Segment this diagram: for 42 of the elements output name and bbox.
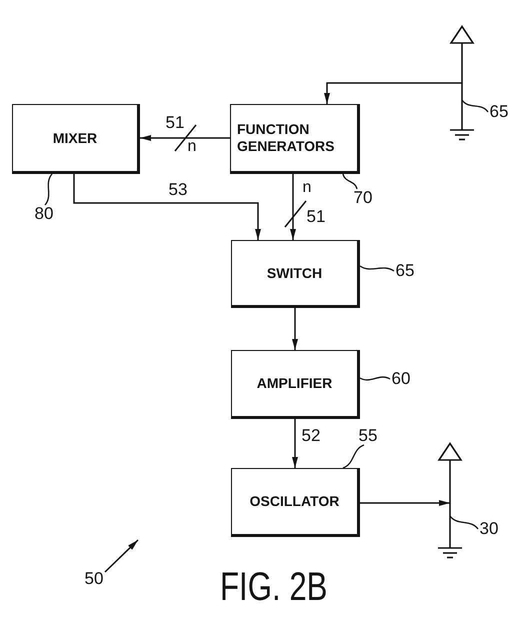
antenna-symbol <box>449 25 475 141</box>
antenna-symbol <box>437 442 463 559</box>
block-label: AMPLIFIER <box>256 375 332 392</box>
leader-line <box>360 265 394 272</box>
reference-numeral: 60 <box>390 370 412 388</box>
block-label: SWITCH <box>266 264 322 282</box>
block-label: MIXER <box>52 130 98 146</box>
edge-label: 51 <box>306 208 326 226</box>
arrow <box>292 419 298 468</box>
block-box <box>231 350 360 419</box>
reference-numeral: 65 <box>394 262 416 280</box>
figure-caption: FIG. 2B <box>220 564 328 610</box>
arrow <box>140 135 230 141</box>
arrow <box>290 174 296 240</box>
block-label: OSCILLATOR <box>250 493 340 510</box>
reference-numeral: 30 <box>478 520 500 538</box>
block-box <box>12 104 140 174</box>
reference-numeral: 70 <box>352 189 374 207</box>
arrow <box>324 82 462 104</box>
edge-label: 53 <box>168 181 188 199</box>
reference-numeral: 55 <box>357 427 379 445</box>
leader-line <box>360 376 390 381</box>
arrow <box>73 174 261 240</box>
reference-numeral: 50 <box>83 570 105 588</box>
leader-line <box>462 100 488 112</box>
arrow <box>292 308 298 350</box>
block-label: FUNCTION GENERATORS <box>237 121 336 155</box>
arrow <box>104 539 139 573</box>
block-box <box>230 104 360 174</box>
bus-width-label: n <box>302 180 312 196</box>
leader-line <box>450 516 478 530</box>
bus-width-label: n <box>187 140 197 154</box>
leader-line <box>342 174 358 190</box>
reference-numeral: 65 <box>488 103 510 121</box>
edge-label: 52 <box>300 427 322 445</box>
block-box <box>231 240 360 308</box>
reference-numeral: 80 <box>33 205 55 223</box>
block-box <box>231 468 360 537</box>
leader-line <box>342 444 364 469</box>
arrow <box>360 500 450 506</box>
edge-label: 51 <box>164 114 186 132</box>
leader-line <box>44 174 53 206</box>
